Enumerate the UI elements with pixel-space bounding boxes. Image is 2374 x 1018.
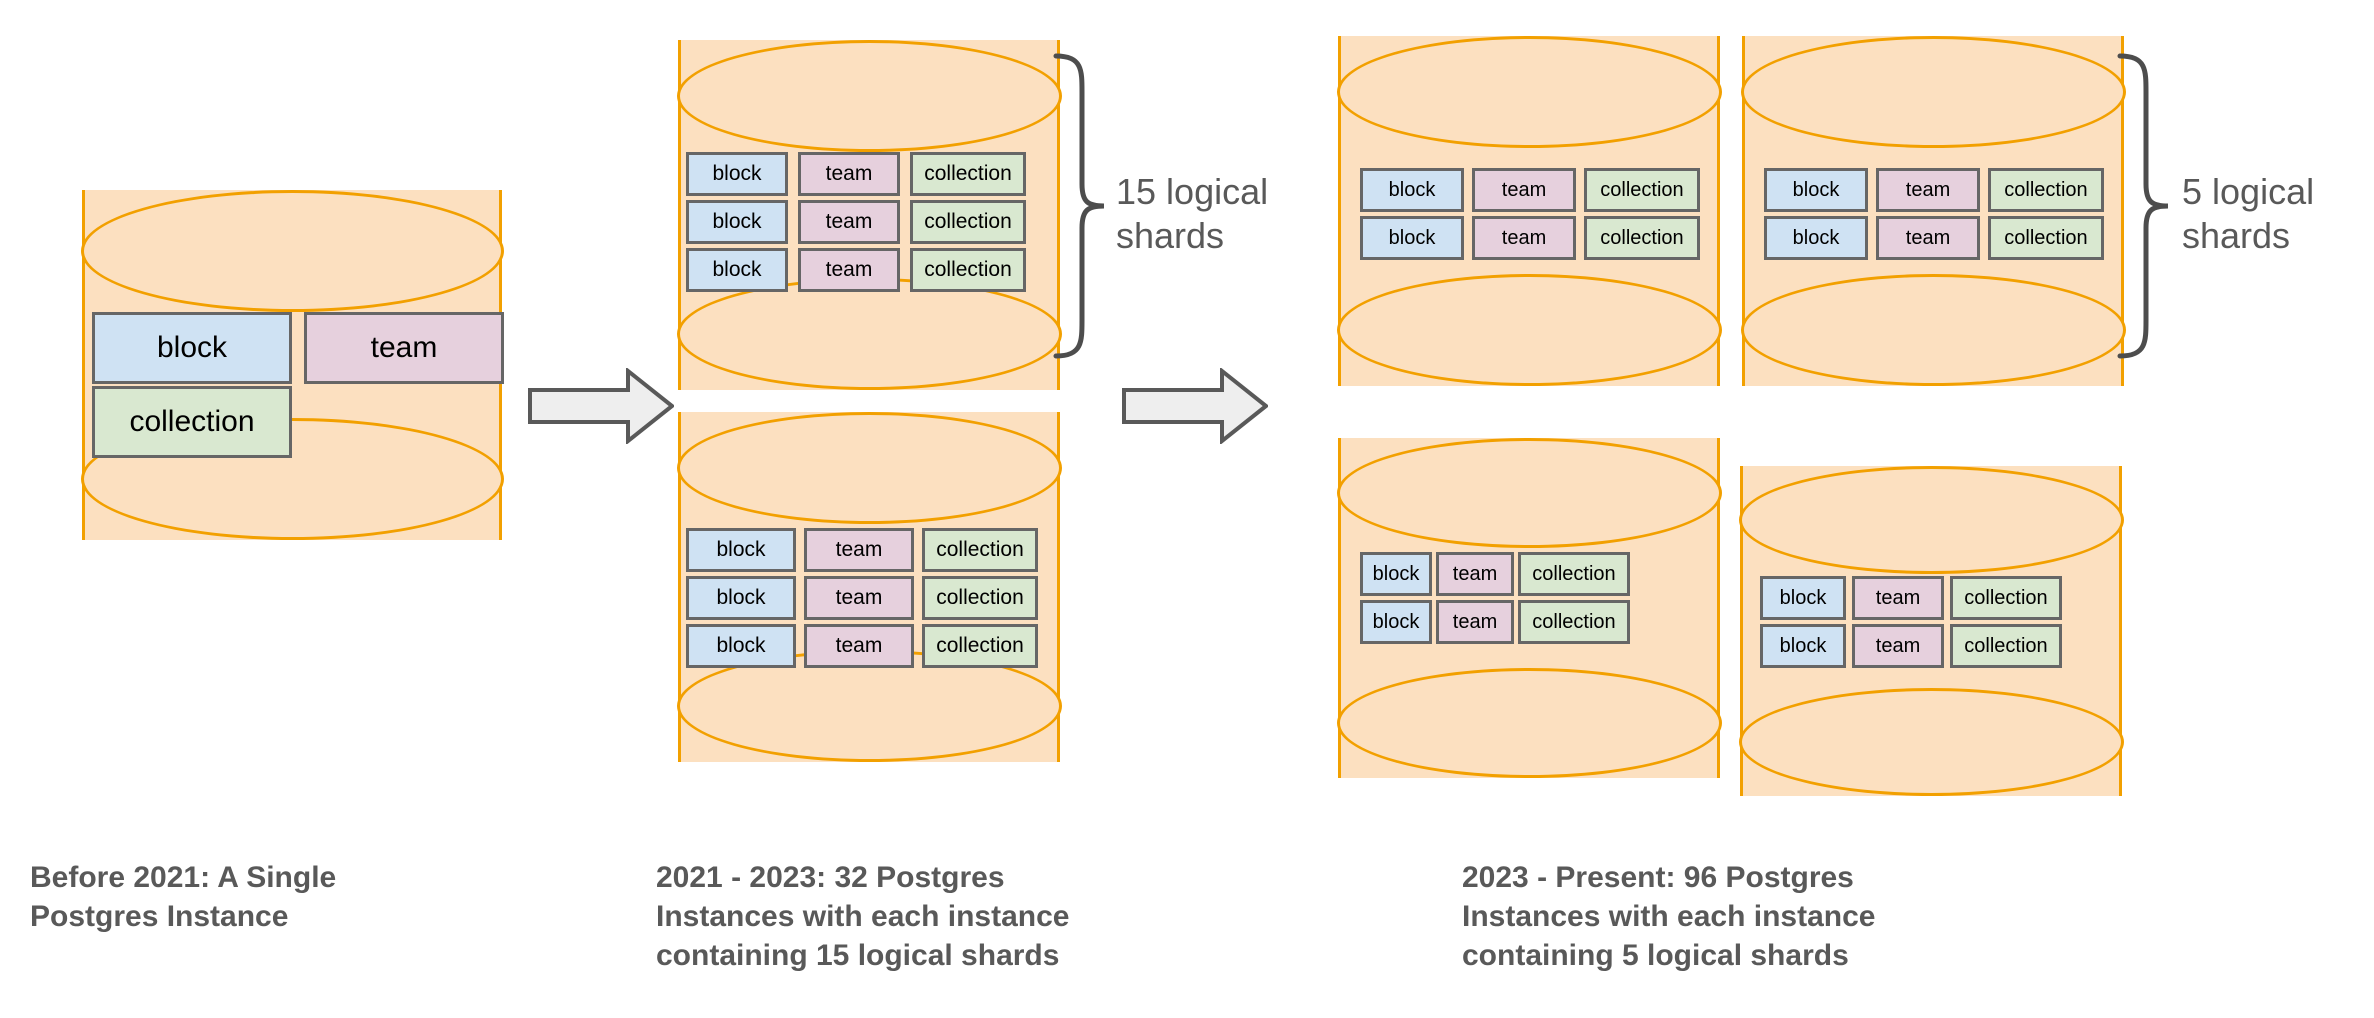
shard-collection[interactable]: collection — [1518, 600, 1630, 644]
arrow-right-icon — [528, 366, 676, 446]
shard-block[interactable]: block — [686, 624, 796, 668]
shard-row: block team collection — [1360, 216, 1700, 260]
shard-count-label-5: 5 logical shards — [2182, 171, 2315, 256]
shard-count-label-15: 15 logical shards — [1116, 171, 1269, 256]
shard-row: collection — [92, 386, 504, 458]
shard-collection[interactable]: collection — [1584, 168, 1700, 212]
shard-row: block team collection — [686, 624, 1038, 668]
shard-block[interactable]: block — [1764, 216, 1868, 260]
shard-team[interactable]: team — [804, 624, 914, 668]
shard-collection[interactable]: collection — [922, 576, 1038, 620]
cylinder-top-cap — [676, 412, 1062, 524]
curly-brace-icon — [2117, 53, 2169, 359]
shard-grid-instance-f: block team collection block team collect… — [1760, 576, 2062, 668]
cylinder-top-cap — [1336, 36, 1722, 148]
shard-block[interactable]: block — [1760, 624, 1846, 668]
transition-arrow-1 — [528, 366, 676, 446]
shard-row: block team — [92, 312, 504, 384]
cylinder-bottom-cap — [1336, 274, 1722, 386]
shard-team[interactable]: team — [1876, 168, 1980, 212]
shard-team[interactable]: team — [804, 576, 914, 620]
shard-block[interactable]: block — [686, 152, 788, 196]
shard-collection[interactable]: collection — [1988, 168, 2104, 212]
shard-grid-instance-d: block team collection block team collect… — [1764, 168, 2104, 260]
shard-row: block team collection — [686, 200, 1026, 244]
shard-block[interactable]: block — [92, 312, 292, 384]
shard-block[interactable]: block — [1760, 576, 1846, 620]
shard-team[interactable]: team — [798, 152, 900, 196]
cylinder-bottom-cap — [1738, 688, 2124, 796]
shard-team[interactable]: team — [1852, 624, 1944, 668]
shard-team[interactable]: team — [1436, 600, 1514, 644]
cylinder-bottom-cap — [1336, 668, 1722, 778]
brace-5-shards — [2112, 52, 2172, 360]
shard-grid-instance-b: block team collection block team collect… — [686, 528, 1038, 668]
shard-grid-instance-a: block team collection block team collect… — [686, 152, 1026, 292]
shard-row: block team collection — [1764, 168, 2104, 212]
cylinder-top-cap — [80, 190, 504, 312]
cylinder-top-cap — [1740, 36, 2126, 148]
shard-block[interactable]: block — [686, 200, 788, 244]
shard-block[interactable]: block — [1360, 216, 1464, 260]
shard-grid-instance-e: block team collection block team collect… — [1360, 552, 1630, 644]
shard-collection[interactable]: collection — [1988, 216, 2104, 260]
shard-block[interactable]: block — [686, 576, 796, 620]
shard-team[interactable]: team — [798, 248, 900, 292]
caption-2021-2023: 2021 - 2023: 32 Postgres Instances with … — [656, 861, 1070, 972]
shard-row: block team collection — [686, 576, 1038, 620]
shard-row: block team collection — [686, 152, 1026, 196]
shard-row: block team collection — [1760, 624, 2062, 668]
cylinder-bottom-cap — [676, 278, 1062, 390]
shard-collection[interactable]: collection — [1950, 624, 2062, 668]
arrow-right-icon — [1122, 366, 1270, 446]
shard-block[interactable]: block — [1360, 168, 1464, 212]
shard-row: block team collection — [1764, 216, 2104, 260]
shard-collection[interactable]: collection — [92, 386, 292, 458]
cylinder-bottom-cap — [1740, 274, 2126, 386]
shard-team[interactable]: team — [1852, 576, 1944, 620]
shard-block[interactable]: block — [686, 528, 796, 572]
shard-row: block team collection — [1760, 576, 2062, 620]
shard-collection[interactable]: collection — [922, 624, 1038, 668]
shard-team[interactable]: team — [804, 528, 914, 572]
shard-block[interactable]: block — [686, 248, 788, 292]
cylinder-top-cap — [1336, 438, 1722, 548]
shard-grid-instance-c: block team collection block team collect… — [1360, 168, 1700, 260]
shard-collection[interactable]: collection — [910, 248, 1026, 292]
shard-team[interactable]: team — [1472, 216, 1576, 260]
shard-team[interactable]: team — [304, 312, 504, 384]
shard-row: block team collection — [1360, 552, 1630, 596]
shard-team[interactable]: team — [1436, 552, 1514, 596]
shard-row: block team collection — [686, 528, 1038, 572]
shard-block[interactable]: block — [1764, 168, 1868, 212]
shard-row: block team collection — [1360, 168, 1700, 212]
shard-block[interactable]: block — [1360, 552, 1432, 596]
transition-arrow-2 — [1122, 366, 1270, 446]
curly-brace-icon — [1053, 53, 1105, 359]
shard-team[interactable]: team — [1472, 168, 1576, 212]
shard-grid-single-instance: block team collection — [92, 312, 504, 458]
shard-collection[interactable]: collection — [922, 528, 1038, 572]
cylinder-top-cap — [1738, 466, 2124, 574]
caption-2023-present: 2023 - Present: 96 Postgres Instances wi… — [1462, 861, 1876, 972]
cylinder-bottom-cap — [676, 650, 1062, 762]
shard-collection[interactable]: collection — [910, 152, 1026, 196]
brace-15-shards — [1048, 52, 1108, 360]
shard-row: block team collection — [1360, 600, 1630, 644]
caption-before-2021: Before 2021: A Single Postgres Instance — [30, 861, 337, 933]
shard-row: block team collection — [686, 248, 1026, 292]
shard-collection[interactable]: collection — [1518, 552, 1630, 596]
shard-team[interactable]: team — [1876, 216, 1980, 260]
shard-collection[interactable]: collection — [1950, 576, 2062, 620]
shard-collection[interactable]: collection — [1584, 216, 1700, 260]
cylinder-top-cap — [676, 40, 1062, 152]
shard-collection[interactable]: collection — [910, 200, 1026, 244]
shard-block[interactable]: block — [1360, 600, 1432, 644]
shard-team[interactable]: team — [798, 200, 900, 244]
